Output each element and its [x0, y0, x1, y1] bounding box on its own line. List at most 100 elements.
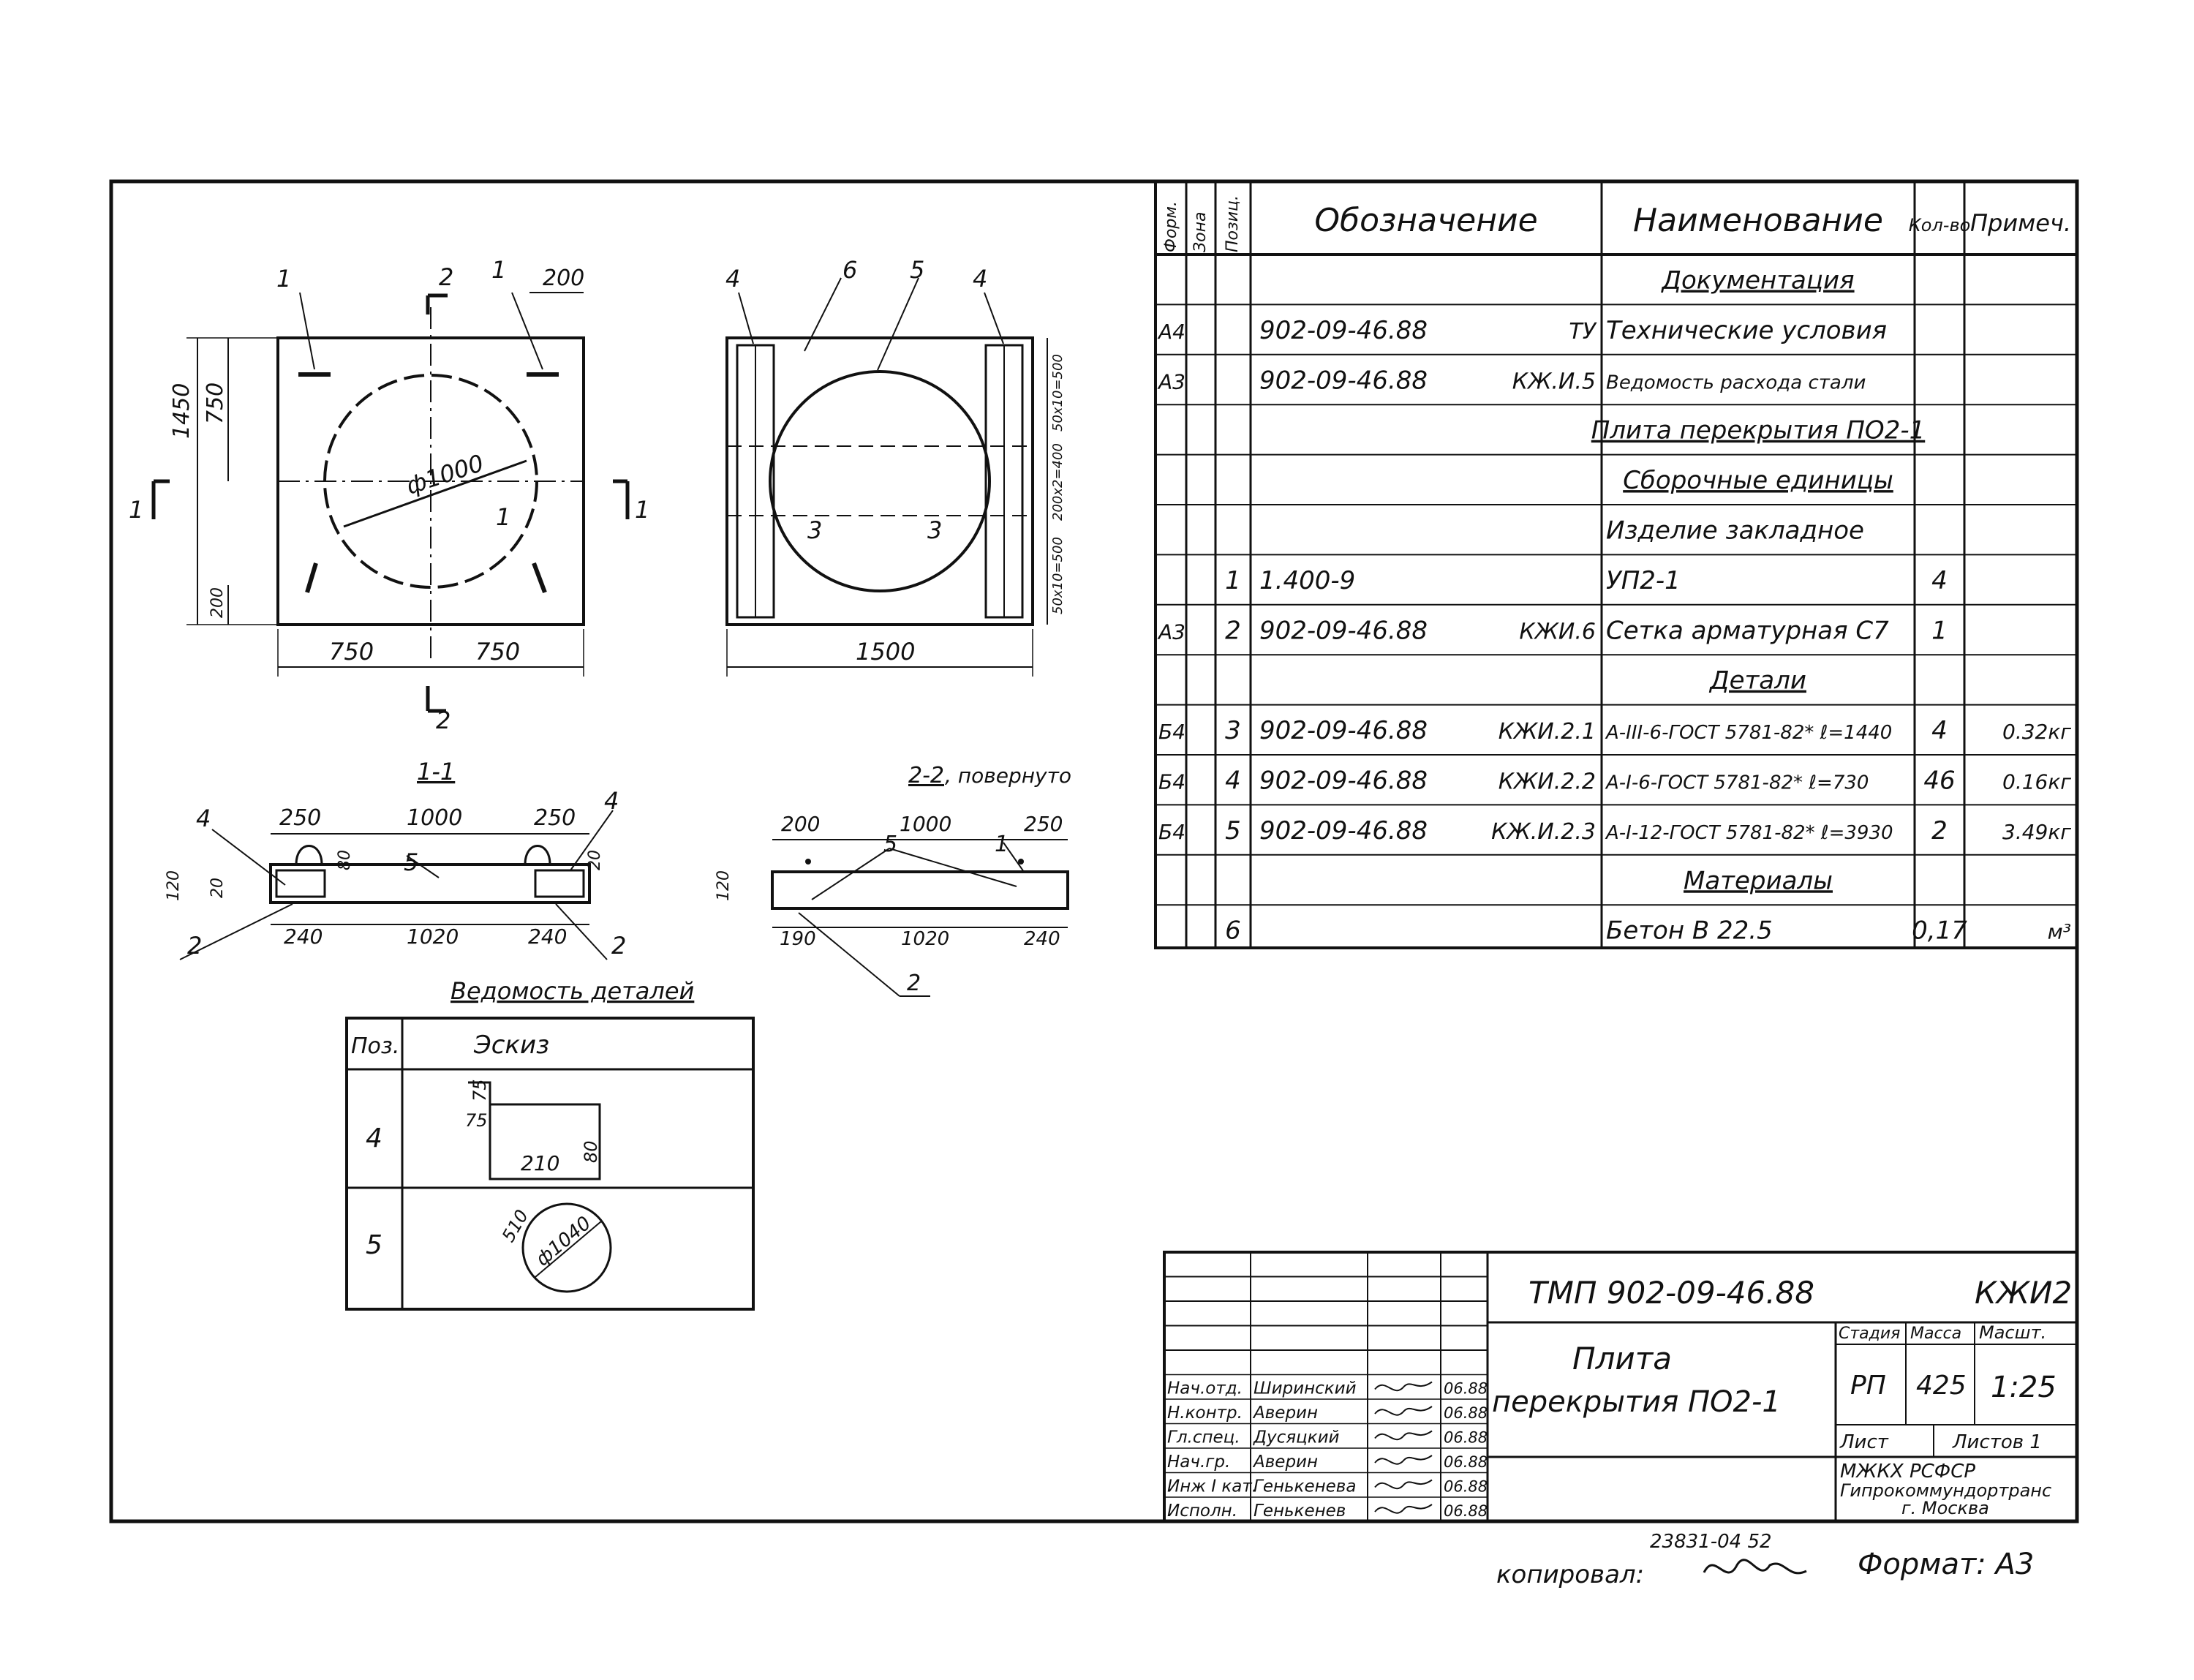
spec-cell-des: 902-09-46.88 — [1259, 766, 1428, 796]
section22-dim: 120 — [715, 870, 733, 901]
spec-cell-pos: 1 — [1225, 566, 1241, 595]
view2-leader — [738, 292, 754, 344]
signature — [1374, 1455, 1433, 1465]
section11-dim: 250 — [534, 805, 576, 831]
tb-scale: 1:25 — [1991, 1371, 2057, 1404]
section22-dim: 250 — [1024, 812, 1063, 836]
plan-diameter-line — [343, 459, 527, 528]
view2-callout: 3 — [807, 516, 822, 544]
spec-cell-format: Б4 — [1158, 820, 1185, 844]
section11-dim: 80 — [336, 850, 354, 870]
signer-date: 06.88 — [1444, 1453, 1488, 1471]
section22-leader — [798, 912, 900, 997]
signer-role: Гл.спец. — [1167, 1428, 1240, 1447]
plan-embed — [532, 562, 547, 594]
spec-cell-code: КЖИ.6 — [1519, 619, 1596, 644]
section11-dim: 1020 — [407, 924, 459, 949]
spec-cell-pos: 2 — [1225, 616, 1241, 645]
signature — [1374, 1381, 1433, 1392]
spec-cell-pos: 4 — [1225, 766, 1241, 796]
spec-cell-format: Б4 — [1158, 770, 1185, 794]
signer-role: Нач.отд. — [1167, 1379, 1243, 1398]
spec-cell-des: 902-09-46.88 — [1259, 616, 1428, 645]
section22-leader — [1003, 842, 1025, 873]
tb-mass-label: Масса — [1910, 1325, 1961, 1343]
plan-callout: 1 — [496, 503, 510, 531]
spec-header-note: Примеч. — [1970, 209, 2071, 237]
reinforcement-view: 4 6 5 4 3 3 1500 50х10=500 200х2=400 50х… — [725, 256, 1066, 677]
spec-cell-code: КЖИ.2.1 — [1499, 719, 1596, 745]
section11-leader — [406, 855, 440, 878]
view2-leader — [804, 277, 842, 352]
signer-name: Генькенева — [1254, 1477, 1356, 1496]
plan-leader — [511, 292, 543, 370]
spec-cell-qty: 1 — [1931, 616, 1948, 645]
section22-subtitle: , повернуто — [945, 764, 1071, 788]
section11-callout: 2 — [611, 932, 626, 960]
section22-title: 2-2 — [908, 763, 944, 788]
section11-frame-left — [275, 869, 326, 898]
section11-callout: 2 — [187, 932, 202, 960]
view2-dim-width: 1500 — [856, 638, 915, 666]
spec-cell-name: Технические условия — [1606, 316, 1887, 345]
view2-callout: 4 — [725, 265, 740, 293]
spec-header-format: Форм. — [1162, 201, 1180, 252]
details-title: Ведомость деталей — [451, 977, 694, 1005]
section11-title: 1-1 — [417, 758, 455, 786]
section11-callout: 4 — [604, 787, 619, 815]
plan-dim-height: 1450 — [169, 383, 195, 439]
spec-cell-note: м³ — [2048, 920, 2071, 944]
spec-cell-pos: 6 — [1225, 916, 1241, 946]
spec-cell-qty: 4 — [1931, 566, 1948, 595]
spec-cell-name: Материалы — [1684, 866, 1833, 895]
tb-org2: Гипрокоммундортранс — [1840, 1480, 2051, 1501]
spec-cell-name: Ведомость расхода стали — [1606, 372, 1866, 393]
spec-row-lines — [1156, 304, 2077, 906]
detail4-dim: 75 — [470, 1079, 490, 1101]
signer-date: 06.88 — [1444, 1478, 1488, 1496]
plan-diameter-label: ф1000 — [403, 449, 487, 500]
spec-cell-des: 902-09-46.88 — [1259, 716, 1428, 745]
section11-leader — [179, 903, 293, 960]
section-label: 1 — [129, 496, 143, 524]
section11-dim: 240 — [284, 924, 323, 949]
view2-callout: 4 — [973, 265, 987, 293]
spec-cell-code: КЖ.И.2.3 — [1491, 819, 1596, 845]
spec-cell-des: 902-09-46.88 — [1259, 816, 1428, 845]
section11-dim: 20 — [586, 850, 604, 870]
section11-loop — [295, 845, 323, 865]
section-1-1: 1-1 250 1000 250 240 1020 240 120 20 80 … — [165, 758, 626, 960]
signer-role: Н.контр. — [1167, 1404, 1243, 1423]
section22-dim: 240 — [1024, 928, 1060, 950]
titleblock-border — [1163, 1251, 2078, 1523]
view2-dim-d3: 50х10=500 — [1050, 537, 1066, 614]
footer-copied: копировал: — [1496, 1560, 1644, 1589]
spec-cell-note: 0.32кг — [2002, 720, 2071, 744]
signer-role: Инж I кат. — [1167, 1477, 1257, 1496]
spec-cell-name: А-I-12-ГОСТ 5781-82* ℓ=3930 — [1605, 822, 1893, 844]
signer-role: Нач.гр. — [1167, 1453, 1230, 1472]
section11-dim: 120 — [165, 870, 183, 901]
spec-header-qty: Кол-во — [1909, 215, 1971, 236]
plan-dim-half: 750 — [203, 383, 228, 424]
plan-view: ф1000 1 1 1 1450 750 200 750 750 200 1 1 — [129, 256, 649, 734]
plan-leader — [299, 292, 315, 370]
copier-signature — [1703, 1559, 1807, 1575]
details-col-sketch: Эскиз — [473, 1031, 549, 1060]
spec-cell-format: Б4 — [1158, 720, 1185, 744]
signature — [1374, 1430, 1433, 1441]
plan-dim-left: 750 — [329, 638, 374, 666]
spec-cell-name: А-III-6-ГОСТ 5781-82* ℓ=1440 — [1605, 722, 1892, 744]
signer-name: Аверин — [1252, 1453, 1318, 1472]
spec-cell-name: Детали — [1708, 666, 1806, 696]
tb-code: ТМП 902-09-46.88 — [1528, 1275, 1814, 1311]
spec-cell-format: А3 — [1157, 619, 1185, 644]
spec-cell-note: 3.49кг — [2002, 820, 2071, 844]
footer-inventory: 23831-04 52 — [1650, 1531, 1772, 1553]
titleblock-grid — [1164, 1276, 1488, 1498]
tb-org1: МЖКХ РСФСР — [1840, 1461, 1975, 1483]
section11-leader — [211, 829, 286, 886]
details-border — [345, 1017, 755, 1311]
